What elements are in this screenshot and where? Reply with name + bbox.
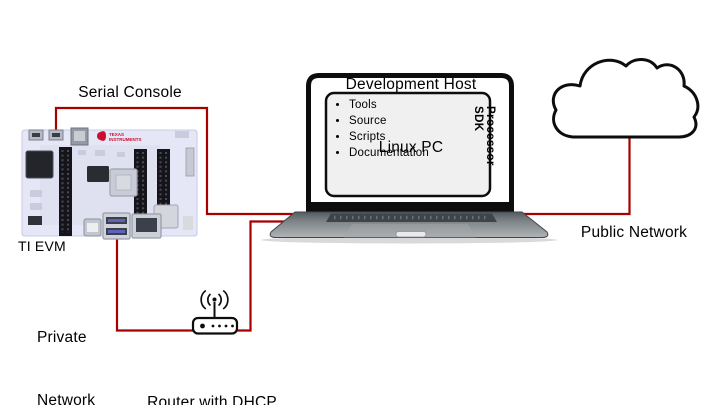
serial-console-label: Serial Console <box>78 84 182 101</box>
development-host-line2: Linux PC <box>378 139 444 156</box>
soc-chip <box>25 150 54 179</box>
processor-sdk-box <box>324 91 492 198</box>
development-host-label: Development Host Linux PC <box>322 32 500 200</box>
ic-chip <box>28 216 42 225</box>
sdk-item: Scripts <box>349 129 479 145</box>
laptop-icon <box>261 73 557 244</box>
ti-evm-board-image <box>21 127 198 240</box>
usb-stack-connector <box>102 212 131 240</box>
development-host-line1: Development Host <box>345 76 477 93</box>
private-network-line <box>115 220 290 332</box>
laptop-shadow <box>261 236 557 244</box>
memory-chip <box>87 166 109 182</box>
sdk-item-list: Tools Source Scripts Documentation <box>332 97 479 161</box>
wifi-router-icon <box>191 289 239 335</box>
private-network-label: Private Network <box>37 329 96 405</box>
passive-components <box>30 131 193 230</box>
ti-evm-label: TI EVM <box>18 238 66 254</box>
serial-console-line <box>54 106 296 216</box>
public-network-label: Public Network <box>580 224 688 241</box>
sdk-item: Source <box>349 113 479 129</box>
laptop-notch <box>395 231 427 238</box>
sdk-item: Tools <box>349 97 479 113</box>
processor-sdk-label: Processor SDK <box>472 106 496 166</box>
sdk-item: Documentation <box>349 145 479 161</box>
router-label: Router with DHCP Server <box>147 394 277 405</box>
laptop-screen-chin <box>306 202 514 213</box>
laptop-keyboard <box>326 213 497 222</box>
router-body <box>191 316 239 335</box>
laptop-trackpad <box>344 224 476 238</box>
header-right <box>185 147 195 177</box>
ti-logo-text: Texas Instruments <box>109 132 142 142</box>
router-antenna <box>200 289 229 318</box>
ti-logo-icon <box>97 131 106 141</box>
public-network-line <box>519 136 631 216</box>
cloud-outline-icon <box>551 58 700 139</box>
